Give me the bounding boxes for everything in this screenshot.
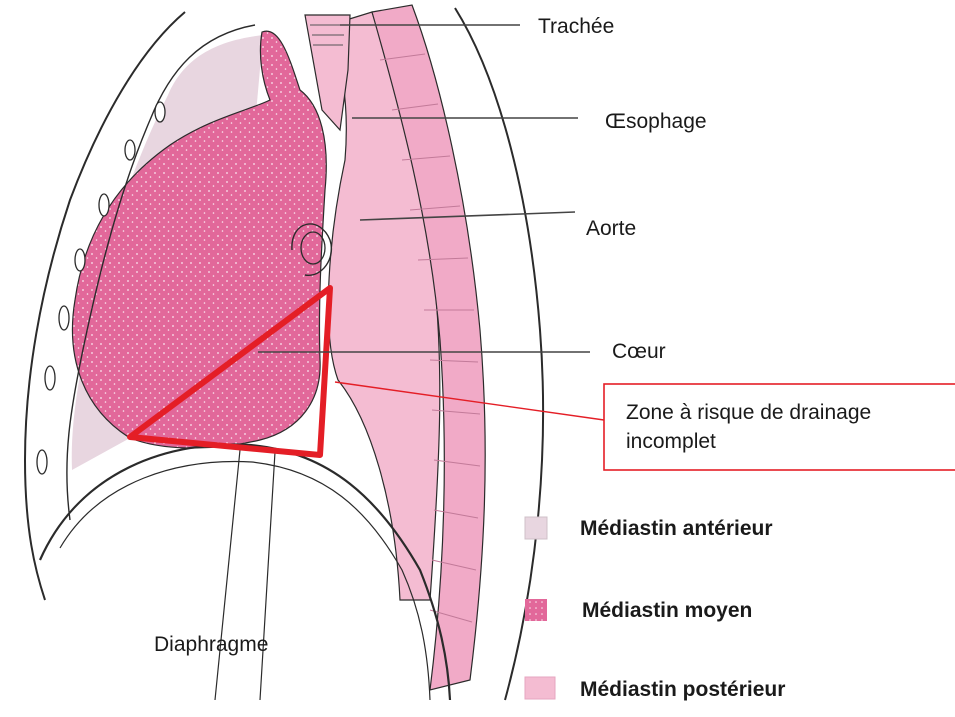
label-aorte: Aorte [586, 217, 636, 240]
legend-swatch-moyen [525, 599, 547, 621]
label-diaphragme: Diaphragme [154, 633, 268, 656]
legend-swatch-anterieur [525, 517, 547, 539]
legend-label-posterieur: Médiastin postérieur [580, 678, 785, 701]
label-oesophage: Œsophage [605, 110, 707, 133]
label-trachee: Trachée [538, 15, 614, 38]
diaphragm-inner [60, 462, 430, 700]
descending-structures [215, 450, 275, 700]
legend-label-moyen: Médiastin moyen [582, 599, 752, 622]
label-coeur: Cœur [612, 340, 666, 363]
legend: Médiastin antérieur Médiastin moyen Médi… [525, 517, 785, 701]
legend-swatch-posterieur [525, 677, 555, 699]
callout-line-2: incomplet [626, 427, 951, 456]
callout-text: Zone à risque de drainage incomplet [626, 398, 951, 456]
callout-line-1: Zone à risque de drainage [626, 398, 951, 427]
legend-label-anterieur: Médiastin antérieur [580, 517, 773, 540]
